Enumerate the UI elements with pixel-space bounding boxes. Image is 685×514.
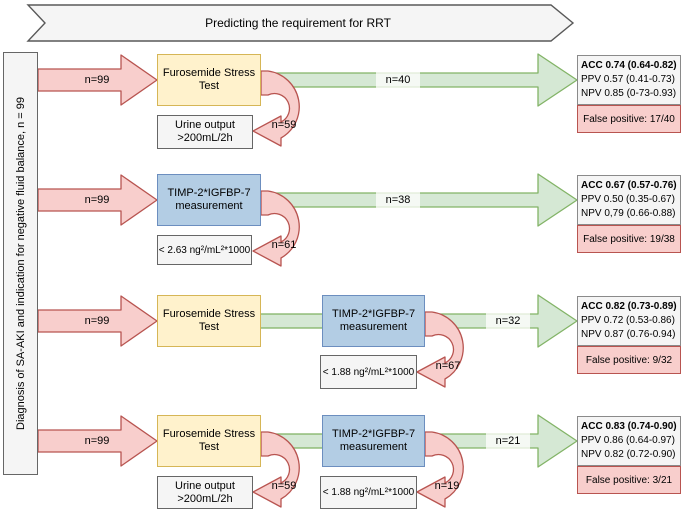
pass-count-row2: n=38 [376, 192, 420, 208]
pass-count-row3: n=32 [486, 313, 530, 329]
cohort-count-row2: n=99 [84, 194, 110, 206]
cohort-arrow-row3 [37, 295, 158, 347]
criterion-box-row4-step2: < 1.88 ng²/mL²*1000 [320, 476, 417, 509]
results-box-row2: ACC 0.67 (0.57-0.76) PPV 0.50 (0.35-0.67… [577, 175, 681, 225]
test-box-timp-row4: TIMP-2*IGFBP-7 measurement [322, 415, 425, 467]
false-positive-box-row1: False positive: 17/40 [577, 105, 681, 133]
cohort-count-row4: n=99 [84, 435, 110, 447]
results-box-row3: ACC 0.82 (0.73-0.89) PPV 0.72 (0.53-0.86… [577, 296, 681, 346]
stat-acc-row1: ACC 0.74 (0.64-0.82) [581, 60, 677, 71]
results-box-row4: ACC 0.83 (0.74-0.90) PPV 0.86 (0.64-0.97… [577, 416, 681, 466]
criterion-box-row4-step1: Urine output >200mL/2h [157, 476, 253, 509]
test-box-fst-row1: Furosemide Stress Test [157, 54, 261, 106]
criterion-box-row1: Urine output >200mL/2h [157, 115, 253, 149]
criterion-box-row2: < 2.63 ng²/mL²*1000 [157, 235, 252, 265]
pass-count-row1: n=40 [376, 72, 420, 88]
stat-npv-row4: NPV 0.82 (0.72-0.90) [581, 449, 676, 460]
false-positive-box-row4: False positive: 3/21 [577, 466, 681, 494]
criterion-box-row3: < 1.88 ng²/mL²*1000 [320, 355, 417, 389]
banner-ribbon-shape [26, 4, 575, 42]
stat-ppv-row2: PPV 0.50 (0.35-0.67) [581, 194, 675, 205]
cohort-arrow-row1 [37, 54, 158, 106]
test-box-timp-row3: TIMP-2*IGFBP-7 measurement [322, 295, 425, 347]
stat-acc-row4: ACC 0.83 (0.74-0.90) [581, 421, 677, 432]
excluded-count-row3: n=67 [435, 360, 461, 372]
test-box-fst-row4: Furosemide Stress Test [157, 415, 261, 467]
excluded-count-row4-step2: n=19 [434, 480, 460, 492]
cohort-arrow-row4 [37, 415, 158, 467]
test-box-timp-row2: TIMP-2*IGFBP-7 measurement [157, 174, 261, 226]
stat-npv-row2: NPV 0,79 (0.66-0.88) [581, 208, 676, 219]
stat-ppv-row3: PPV 0.72 (0.53-0.86) [581, 315, 675, 326]
stat-ppv-row1: PPV 0.57 (0.41-0.73) [581, 74, 675, 85]
stat-acc-row3: ACC 0.82 (0.73-0.89) [581, 301, 677, 312]
excluded-count-row2: n=61 [271, 239, 297, 251]
step-connector-row3 [258, 313, 324, 329]
cohort-count-row3: n=99 [84, 315, 110, 327]
stat-acc-row2: ACC 0.67 (0.57-0.76) [581, 180, 677, 191]
cohort-count-row1: n=99 [84, 74, 110, 86]
excluded-count-row4-step1: n=59 [271, 480, 297, 492]
false-positive-box-row3: False positive: 9/32 [577, 346, 681, 374]
cohort-sidebar-label: Diagnosis of SA-AKI and indication for n… [14, 97, 27, 430]
stat-ppv-row4: PPV 0.86 (0.64-0.97) [581, 435, 675, 446]
false-positive-box-row2: False positive: 19/38 [577, 225, 681, 253]
excluded-count-row1: n=59 [271, 119, 297, 131]
results-box-row1: ACC 0.74 (0.64-0.82) PPV 0.57 (0.41-0.73… [577, 55, 681, 105]
pass-count-row4: n=21 [486, 433, 530, 449]
stat-npv-row3: NPV 0.87 (0.76-0.94) [581, 329, 676, 340]
test-box-fst-row3: Furosemide Stress Test [157, 295, 261, 347]
cohort-sidebar: Diagnosis of SA-AKI and indication for n… [3, 52, 38, 475]
cohort-arrow-row2 [37, 174, 158, 226]
stat-npv-row1: NPV 0.85 (0-73-0.93) [581, 88, 677, 99]
banner-title: Predicting the requirement for RRT [205, 16, 391, 30]
